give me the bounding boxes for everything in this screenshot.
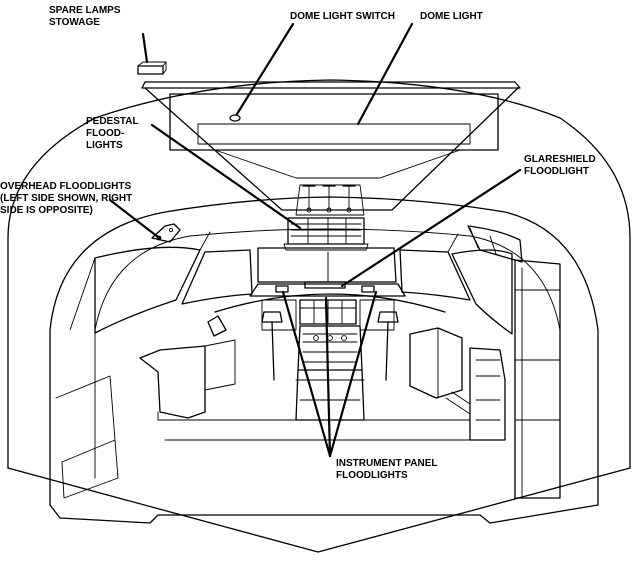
- lower-outline: [7, 467, 631, 553]
- label-overhead-line3: SIDE IS OPPOSITE): [0, 205, 93, 216]
- label-glareshield-line1: GLARESHIELD: [524, 154, 596, 165]
- inner-arch: [49, 196, 599, 506]
- leader-lines: [108, 22, 522, 458]
- label-spare-lamps-line1: SPARE LAMPS: [49, 5, 121, 16]
- dome-light-switch-icon: [229, 114, 241, 122]
- control-columns: [261, 311, 399, 381]
- overhead-panel: [141, 81, 521, 211]
- right-console: [409, 327, 506, 441]
- label-pedestal-line3: LIGHTS: [86, 140, 123, 151]
- equipment-rack: [467, 225, 561, 499]
- label-instrument-line1: INSTRUMENT PANEL: [336, 458, 437, 469]
- leader-dome-light: [356, 22, 414, 126]
- inner-arch-secondary: [94, 228, 561, 479]
- leader-instrument-center: [324, 296, 332, 458]
- floor-edge: [49, 504, 599, 524]
- leader-glareshield: [340, 168, 522, 288]
- label-dome-light-switch: DOME LIGHT SWITCH: [290, 11, 395, 22]
- leader-dome-switch: [235, 22, 295, 116]
- left-console: [55, 315, 471, 499]
- label-spare-lamps-line2: STOWAGE: [49, 17, 100, 28]
- spare-lamps-box: [137, 61, 167, 75]
- overhead-floodlight-fixture: [151, 223, 181, 243]
- leader-overhead: [108, 198, 160, 239]
- glareshield-floodlight-icon: [304, 281, 346, 289]
- outer-shell: [7, 79, 631, 469]
- label-overhead-line1: OVERHEAD FLOODLIGHTS: [0, 181, 131, 192]
- label-instrument-line2: FLOODLIGHTS: [336, 470, 408, 481]
- leader-spare-lamps: [141, 32, 149, 64]
- leader-instrument-left: [281, 290, 332, 458]
- glareshield-instrument-panel: [214, 251, 446, 331]
- leader-instrument-right: [328, 290, 378, 458]
- label-glareshield-line2: FLOODLIGHT: [524, 166, 589, 177]
- label-pedestal-line1: PEDESTAL: [86, 116, 139, 127]
- label-dome-light: DOME LIGHT: [420, 11, 483, 22]
- pedestal-floodlights: [283, 184, 369, 251]
- label-overhead-line2: (LEFT SIDE SHOWN, RIGHT: [0, 193, 132, 204]
- leader-pedestal: [150, 123, 302, 230]
- label-pedestal-line2: FLOOD-: [86, 128, 124, 139]
